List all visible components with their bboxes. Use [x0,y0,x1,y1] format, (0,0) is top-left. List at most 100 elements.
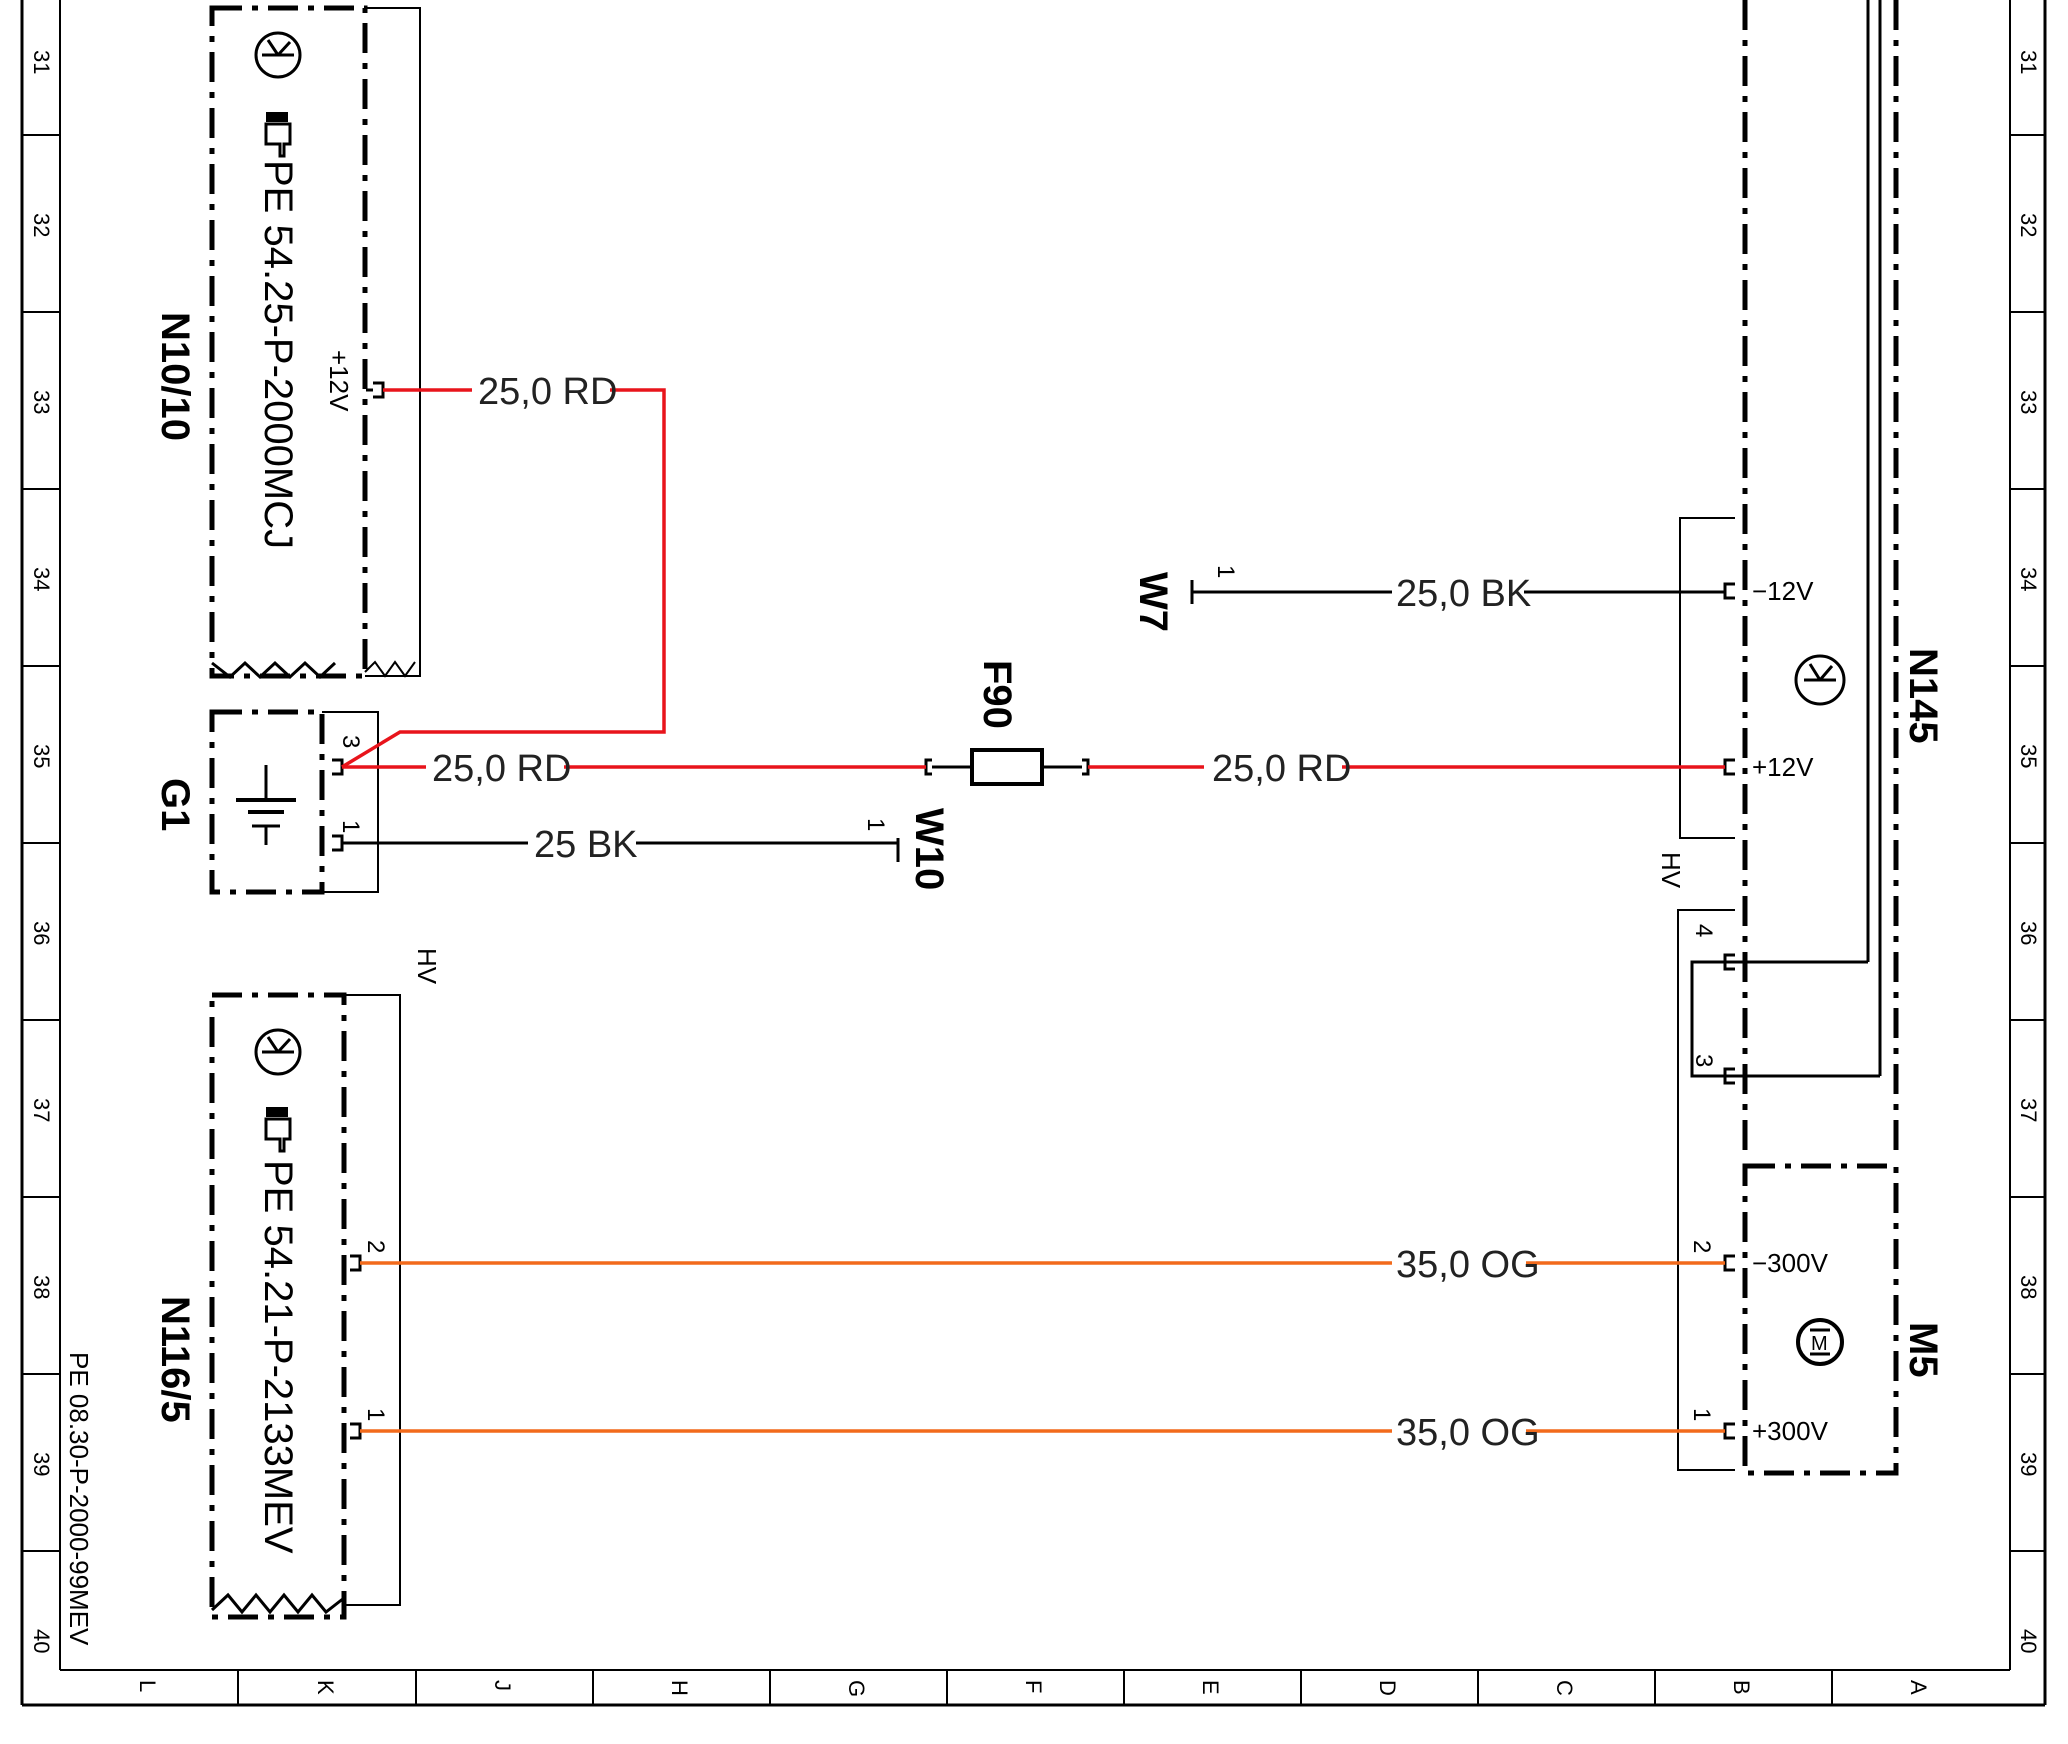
connector-pin[interactable] [1082,758,1090,776]
pin-number: 1 [337,820,364,833]
pin-number: 1 [362,1408,389,1421]
wire-label: 35,0 OG [1396,1244,1540,1286]
wire-g1-to-w10[interactable]: 25 BK [342,824,898,866]
wire-label: 25,0 RD [432,748,571,790]
column-label: F [1021,1680,1046,1693]
connector-pin[interactable] [332,758,344,776]
pin-label: +12V [324,350,354,412]
row-labels-left: 31 32 33 34 35 36 37 38 39 40 [29,50,54,1653]
svg-text:M: M [1811,1333,1828,1355]
column-label: J [490,1680,515,1691]
wire-label: 25,0 RD [478,371,617,413]
column-label: L [135,1680,160,1692]
motor-icon: M [1796,1318,1844,1366]
connector-pin[interactable] [350,1254,362,1272]
row-label: 36 [2016,921,2041,945]
component-id: W7 [1131,572,1175,632]
column-label: C [1552,1680,1577,1696]
row-label: 37 [29,1098,54,1122]
hand-pointer-icon [264,1107,292,1153]
row-label: 34 [29,567,54,591]
column-ticks [237,1670,1833,1705]
battery-ground-icon [236,765,296,845]
column-label: A [1906,1680,1931,1695]
ground-point-w7[interactable]: 1 W7 [1131,565,1239,632]
column-label: D [1375,1680,1400,1696]
connector-pin[interactable] [1723,582,1735,600]
pin-number: 3 [337,735,364,748]
connector-pin[interactable] [1723,1422,1735,1440]
column-label: E [1198,1680,1223,1695]
component-id: W10 [907,808,951,890]
row-label: 39 [2016,1452,2041,1476]
hand-pointer-icon [264,112,292,158]
connector-pin[interactable] [1723,1254,1735,1272]
row-label: 32 [2016,213,2041,237]
wire-label: 25,0 BK [1396,573,1531,615]
pin-number: 2 [1688,1240,1715,1253]
wire-label: 35,0 OG [1396,1412,1540,1454]
row-label: 38 [2016,1275,2041,1299]
pin-number: 1 [862,818,889,831]
row-label: 35 [29,744,54,768]
pin-number: 1 [1688,1408,1715,1421]
pin-number: 3 [1690,1054,1717,1067]
wire-n116-pin1-to-m5[interactable]: 35,0 OG [360,1412,1725,1454]
row-label: 33 [29,390,54,414]
component-id: N10/10 [153,312,197,441]
diagram-frame [20,0,2047,1707]
row-label: 32 [29,213,54,237]
pin-label: +300V [1752,1416,1829,1446]
pin-label: +12V [1752,752,1814,782]
hv-label: HV [412,948,442,985]
connector-pin[interactable] [1723,758,1735,776]
wire-label: 25,0 RD [1212,748,1351,790]
column-label: K [313,1680,338,1695]
wire-g1-to-f90[interactable]: 25,0 RD [342,748,926,790]
component-f90[interactable]: F90 [924,660,1090,786]
row-label: 37 [2016,1098,2041,1122]
column-label: H [667,1680,692,1696]
component-id: G1 [153,778,197,831]
column-label: B [1729,1680,1754,1695]
row-ticks-left [22,134,60,1552]
component-g1[interactable]: G1 3 1 [153,709,379,895]
wire-w7-to-n145[interactable]: 25,0 BK [1192,573,1725,615]
row-label: 33 [2016,390,2041,414]
pin-number: 1 [1212,565,1239,578]
pin-label: −12V [1752,576,1814,606]
wire-f90-to-n145[interactable]: 25,0 RD [1088,748,1725,790]
document-reference: PE 08.30-P-2000-99MEV [64,1352,94,1646]
component-m5[interactable]: M M5 2 1 −300V +300V [1688,1163,1945,1476]
ground-point-w10[interactable]: 1 W10 [862,808,951,890]
row-ticks-right [2010,134,2045,1552]
column-labels: L K J H G F E D C B A [135,1680,1931,1697]
component-reference: PE 54.21-P-2133MEV [256,1160,300,1554]
component-n10-10[interactable]: PE 54.25-P-2000MCJ N10/10 +12V [153,5,421,680]
component-id: M5 [1901,1322,1945,1378]
connector-pin[interactable] [366,381,385,399]
component-n116-5[interactable]: PE 54.21-P-2133MEV N116/5 2 1 [153,992,401,1620]
row-label: 34 [2016,567,2041,591]
wire-label: 25 BK [534,824,638,866]
row-label: 31 [29,50,54,74]
connector-pin[interactable] [924,758,932,776]
hv-label: HV [1656,852,1686,889]
pin-number: 2 [362,1240,389,1253]
row-labels-right: 31 32 33 34 35 36 37 38 39 40 [2016,50,2041,1653]
connector-pin[interactable] [350,1422,362,1440]
row-label: 40 [29,1629,54,1653]
row-label: 36 [29,921,54,945]
row-label: 39 [29,1452,54,1476]
wire-n10-to-g1[interactable]: 25,0 RD [341,371,666,769]
component-n145[interactable]: N145 −12V +12V HV 4 3 [1656,0,1945,1471]
transistor-icon [254,1028,302,1076]
row-label: 38 [29,1275,54,1299]
wire-n116-pin2-to-m5[interactable]: 35,0 OG [360,1244,1725,1286]
connector-pin[interactable] [332,834,344,852]
component-id: N145 [1901,648,1945,744]
pin-number: 4 [1690,924,1717,937]
row-label: 40 [2016,1629,2041,1653]
component-id: F90 [975,660,1019,729]
